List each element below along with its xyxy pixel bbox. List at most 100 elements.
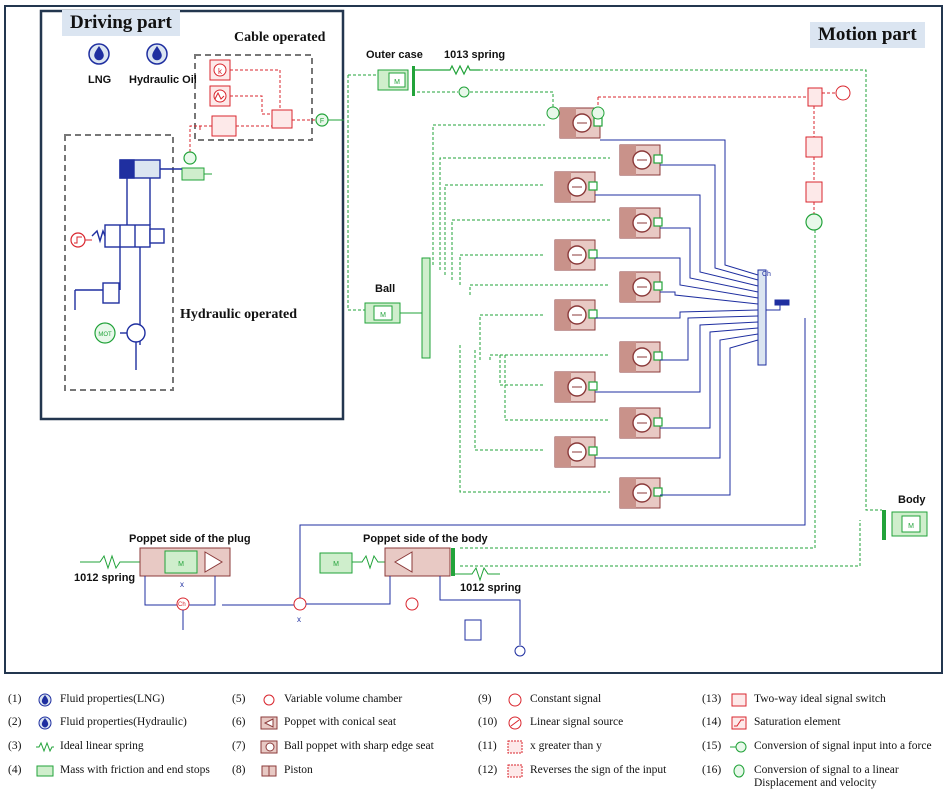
svg-text:M: M: [908, 523, 914, 530]
outer-case-label: Outer case: [366, 49, 423, 61]
legend-text: x greater than y: [530, 740, 602, 752]
poppet-plug-label: Poppet side of the plug: [129, 533, 251, 545]
driving-part-title: Driving part: [62, 10, 180, 36]
cable-operated-box: [194, 54, 313, 141]
hydraulic-circuit: [74, 159, 182, 370]
legend-number: (16): [702, 764, 722, 776]
force-converter-icon: F: [315, 113, 344, 127]
manifold-ch-label: Ch: [762, 271, 771, 278]
legend-number: (1): [8, 693, 22, 705]
hydraulic-manifold: [299, 139, 806, 600]
legend-item: (14)Saturation element: [702, 716, 841, 730]
legend-item: (15)Conversion of signal input into a fo…: [702, 740, 932, 753]
legend: (1) Fluid properties(LNG) (2) Fluid propert…: [0, 684, 948, 793]
spring-1012-left-label: 1012 spring: [74, 572, 136, 584]
legend-number: (15): [702, 740, 722, 752]
legend-number: (14): [702, 716, 722, 728]
constant-icon: [505, 693, 525, 707]
svg-text:M: M: [380, 312, 386, 319]
hydraulic-oil-drop-icon: [146, 43, 168, 65]
legend-text: Reverses the sign of the input: [530, 764, 667, 776]
legend-text: Fluid properties(Hydraulic): [60, 716, 187, 728]
legend-item: (6)Poppet with conical seat: [232, 716, 397, 730]
hydraulic-operated-title: Hydraulic operated: [180, 307, 298, 322]
poppet-body-label: Poppet side of the body: [363, 533, 488, 545]
legend-number: (13): [702, 693, 722, 705]
outer-frame: [4, 5, 943, 674]
switch-icon: [729, 693, 749, 707]
poppet-plug-assembly: M: [80, 547, 231, 630]
spring-1013-label: 1013 spring: [444, 49, 506, 61]
motor-icon: MOT: [94, 322, 116, 344]
ball-valve-9: [554, 371, 598, 403]
poppet-body-assembly: M: [222, 547, 526, 657]
ball-valve-8: [619, 341, 663, 373]
svg-text:MOT: MOT: [98, 332, 112, 338]
displacement-icon: [729, 764, 749, 778]
schematic-diagram: k F MOT: [4, 5, 943, 674]
motion-signal-lines: [347, 69, 882, 567]
ball-valve-12: [619, 477, 663, 509]
legend-item: (16)Conversion of signal to a linear Dis…: [702, 764, 944, 790]
mass-icon: [35, 764, 55, 777]
svg-text:F: F: [320, 118, 324, 125]
cable-operated-title: Cable operated: [234, 30, 326, 45]
conical-poppet-icon: [259, 716, 279, 730]
legend-item: (13) Two-way ideal signal switch: [702, 693, 886, 707]
legend-text: Two-way ideal signal switch: [754, 693, 886, 705]
sign-icon: [505, 764, 525, 778]
cable-components: [189, 59, 316, 152]
legend-number: (2): [8, 716, 22, 728]
ball-poppet-icon: [259, 740, 279, 754]
driving-part-frame: [39, 9, 345, 421]
legend-text: Linear signal source: [530, 716, 624, 728]
body-x-glyph: x: [297, 615, 301, 624]
signal-step-icon: [70, 232, 92, 248]
red-signal-chain: [597, 85, 851, 215]
plug-ch-glyph: Ch: [178, 602, 186, 608]
legend-item: (8)Piston: [232, 764, 313, 777]
ball-valve-4: [619, 207, 663, 239]
legend-text: Constant signal: [530, 693, 602, 705]
legend-item: (9)Constant signal: [478, 693, 602, 707]
displacement-converter-icon: [805, 213, 823, 231]
spring-icon: [35, 740, 55, 753]
legend-number: (12): [478, 764, 498, 776]
outer-case-mass-icon: M: [377, 66, 415, 96]
hydraulic-oil-label: Hydraulic Oil: [129, 74, 197, 86]
legend-text: Poppet with conical seat: [284, 716, 397, 728]
legend-item: (4) Mass with friction and end stops: [8, 764, 210, 777]
legend-number: (10): [478, 716, 498, 728]
legend-text: Fluid properties(LNG): [60, 693, 165, 705]
drop-icon: [35, 716, 55, 730]
ball-valve-10: [619, 407, 663, 439]
ball-valve-3: [554, 171, 598, 203]
force-icon: [729, 740, 749, 753]
ball-label: Ball: [375, 283, 396, 295]
svg-text:M: M: [394, 79, 400, 86]
ball-valve-5: [554, 239, 598, 271]
comparator-icon: [505, 740, 525, 754]
svg-text:M: M: [178, 561, 184, 568]
legend-text: Mass with friction and end stops: [60, 764, 210, 776]
legend-number: (4): [8, 764, 22, 776]
hydraulic-operated-box: [64, 134, 174, 391]
constant-k-glyph: k: [218, 67, 223, 76]
linear-source-icon: [505, 716, 525, 730]
legend-item: (11) x greater than y: [478, 740, 602, 754]
legend-text: Ideal linear spring: [60, 740, 144, 752]
legend-item: (10) Linear signal source: [478, 716, 624, 730]
ball-mass-icon: M: [364, 257, 431, 359]
legend-item: (7)Ball poppet with sharp edge seat: [232, 740, 434, 754]
ball-valve-11: [554, 436, 598, 468]
legend-number: (5): [232, 693, 246, 705]
chamber-icon: [259, 693, 279, 706]
legend-item: (5) Variable volume chamber: [232, 693, 402, 706]
lng-drop-icon: [88, 43, 110, 65]
legend-text: Variable volume chamber: [284, 693, 403, 705]
motion-part-title: Motion part: [810, 22, 925, 48]
legend-number: (11): [478, 740, 497, 752]
ball-valve-6: [619, 271, 663, 303]
legend-number: (8): [232, 764, 246, 776]
ball-valve-7: [554, 299, 598, 331]
